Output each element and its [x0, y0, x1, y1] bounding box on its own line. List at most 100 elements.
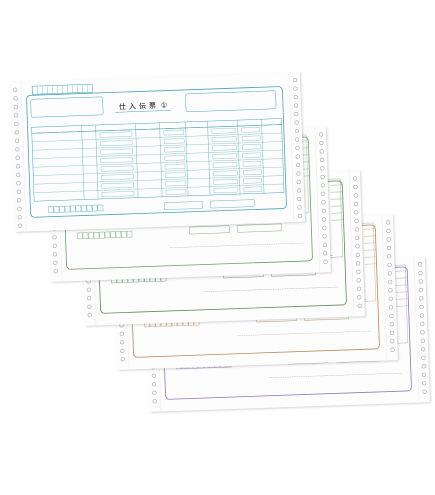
- feed-hole: [387, 254, 392, 259]
- perforation-line: [348, 170, 355, 317]
- digit-box: [242, 152, 261, 159]
- feed-hole: [355, 235, 360, 240]
- table-column-line: [185, 121, 189, 196]
- feed-hole: [353, 176, 358, 181]
- feed-hole: [294, 128, 299, 134]
- feed-hole: [322, 225, 327, 230]
- digit-box: [243, 169, 262, 176]
- feed-hole: [293, 94, 298, 100]
- feed-hole: [13, 96, 18, 101]
- feed-hole: [387, 262, 392, 267]
- feed-hole: [389, 330, 395, 335]
- digit-box: [211, 127, 237, 134]
- feed-hole: [356, 269, 361, 274]
- digit-box: [165, 172, 186, 178]
- feed-hole: [353, 184, 358, 189]
- code-digit-box: [115, 231, 122, 238]
- code-digit-box: [88, 232, 94, 239]
- title-underline: [115, 110, 172, 113]
- feed-hole: [294, 120, 299, 125]
- table-row-line: [33, 183, 284, 193]
- feed-hole: [17, 223, 23, 228]
- feed-hole: [356, 286, 362, 291]
- table-column-line: [95, 125, 99, 200]
- feed-hole: [319, 157, 325, 162]
- feed-hole: [386, 228, 391, 233]
- digit-box: [165, 189, 187, 195]
- feed-hole: [152, 382, 157, 387]
- feed-hole: [293, 77, 298, 83]
- feed-hole: [293, 103, 299, 108]
- digit-box: [99, 131, 133, 138]
- feed-hole: [389, 313, 394, 318]
- feed-hole: [14, 113, 19, 118]
- feed-hole: [354, 227, 359, 232]
- perforation-line: [381, 214, 388, 361]
- code-digit-box: [93, 232, 100, 239]
- feed-hole: [353, 201, 359, 206]
- feed-hole: [386, 245, 392, 250]
- digit-box: [242, 144, 261, 150]
- form-frame: [26, 86, 287, 218]
- footnote-line: [236, 330, 371, 336]
- digit-box: [213, 170, 238, 177]
- feed-hole: [15, 164, 20, 169]
- feed-hole: [152, 390, 157, 395]
- feed-hole: [418, 287, 424, 292]
- code-digit-box: [99, 231, 105, 239]
- table-row-line: [33, 175, 284, 185]
- table-row-line: [32, 141, 283, 151]
- feed-hole: [420, 338, 425, 343]
- feed-hole: [296, 162, 301, 168]
- feed-hole: [296, 188, 302, 193]
- subtotal-box: [164, 201, 203, 210]
- digit-box: [243, 178, 262, 184]
- feed-hole: [151, 373, 156, 378]
- feed-hole: [297, 205, 302, 210]
- code-digit-box: [121, 231, 127, 238]
- feed-hole: [152, 399, 157, 404]
- feed-hole: [354, 210, 359, 215]
- feed-hole: [17, 198, 22, 203]
- table-row-line: [32, 149, 283, 159]
- feed-hole: [355, 244, 360, 249]
- digit-box: [99, 140, 133, 147]
- feed-hole: [322, 217, 327, 222]
- feed-hole: [388, 296, 393, 301]
- feed-hole: [15, 147, 20, 152]
- feed-hole: [87, 296, 92, 301]
- feed-hole: [120, 357, 125, 362]
- feed-hole: [320, 183, 325, 188]
- feed-hole: [356, 278, 361, 283]
- table-row-line: [32, 132, 282, 142]
- feed-hole: [353, 193, 358, 198]
- code-digit-box: [77, 232, 83, 240]
- feed-hole: [53, 252, 58, 257]
- code-digit-box: [110, 231, 116, 239]
- feed-hole: [389, 322, 394, 327]
- table-row-line: [32, 158, 283, 168]
- feed-hole: [17, 206, 22, 211]
- feed-hole: [13, 87, 18, 92]
- feed-hole: [357, 295, 362, 300]
- feed-hole: [52, 235, 57, 240]
- feed-hole: [16, 181, 21, 186]
- feed-hole: [16, 172, 21, 177]
- feed-hole: [297, 196, 302, 202]
- feed-hole: [295, 137, 300, 142]
- feed-hole: [319, 132, 324, 137]
- feed-hole: [295, 154, 300, 159]
- feed-hole: [294, 111, 299, 117]
- code-digit-box: [59, 205, 65, 213]
- footnote-line: [169, 242, 304, 248]
- table-column-line: [261, 119, 265, 194]
- digit-box: [242, 161, 262, 167]
- feed-hole: [321, 208, 326, 213]
- code-digit-box: [82, 232, 89, 239]
- table-column-line: [135, 123, 139, 198]
- footnote-line: [203, 286, 338, 292]
- digit-box: [100, 148, 133, 155]
- feed-hole: [15, 138, 20, 143]
